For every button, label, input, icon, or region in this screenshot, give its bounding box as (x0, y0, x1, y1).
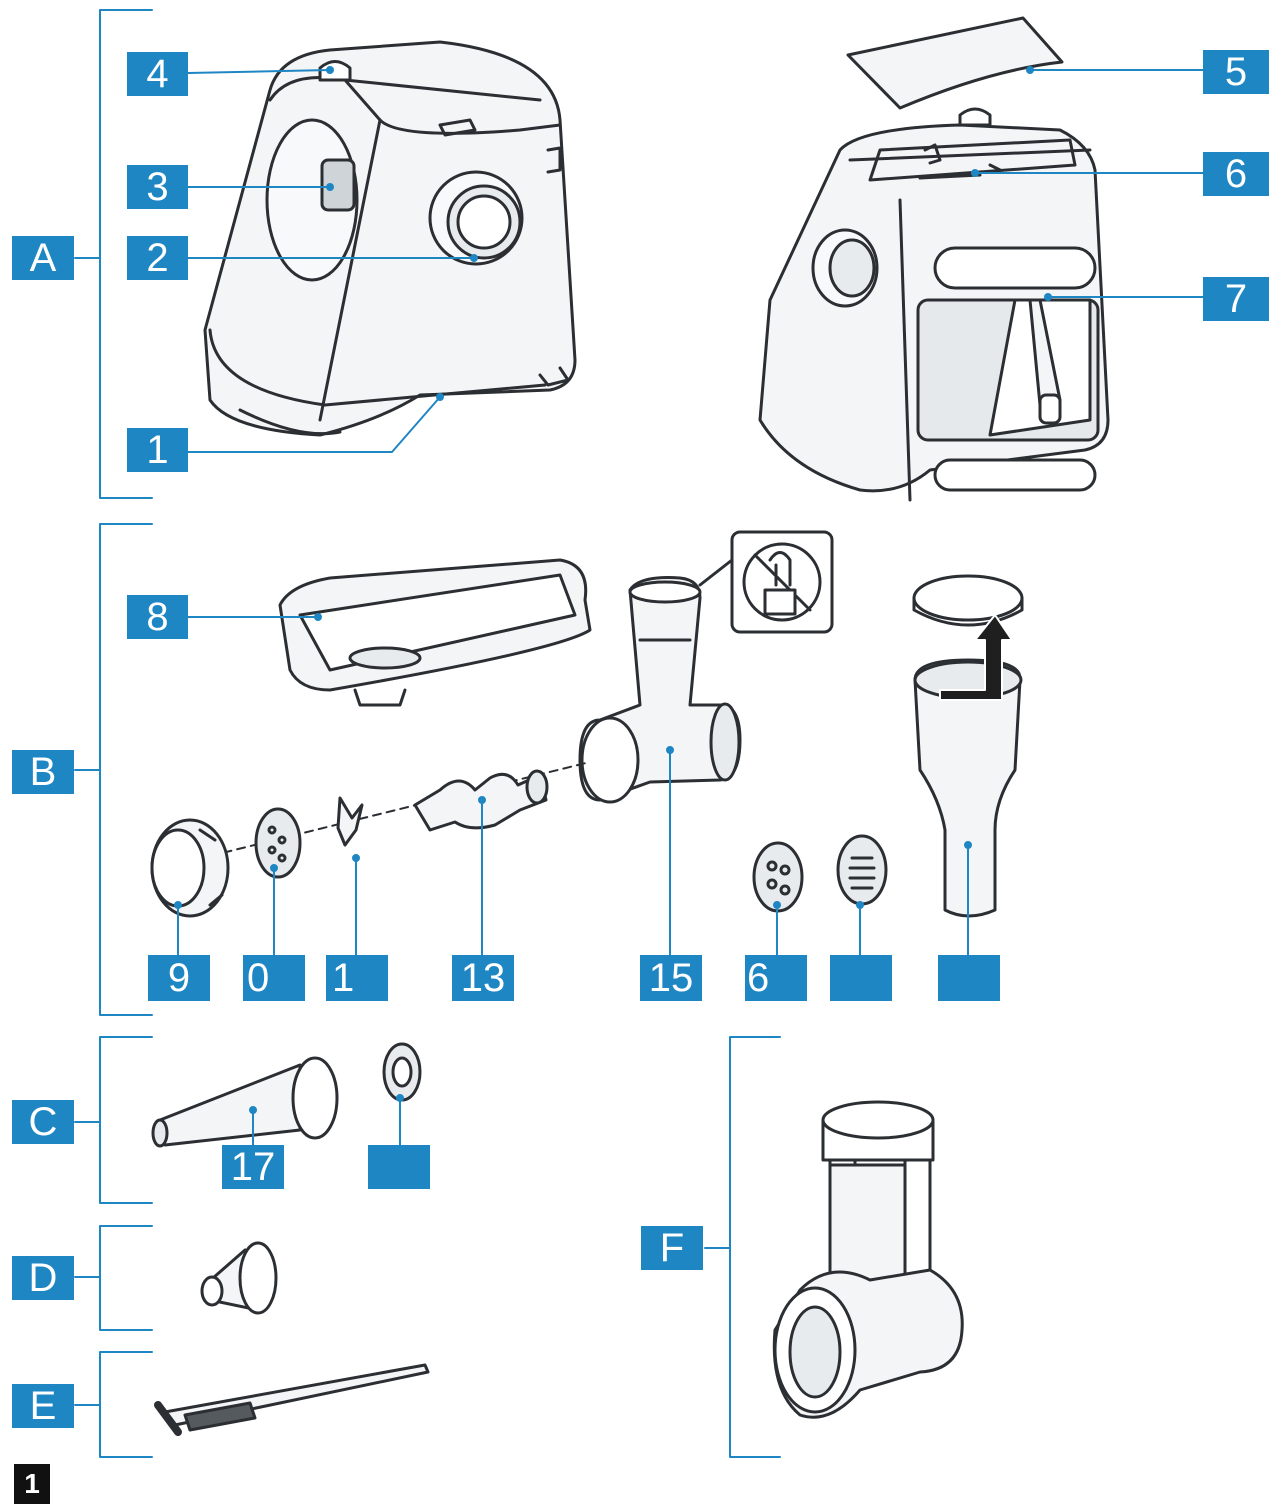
sausage-spacer (382, 1042, 422, 1102)
extra-fine-disc (836, 834, 888, 906)
lift-arrow-icon (939, 614, 1013, 701)
callout-2: 2 (127, 236, 188, 280)
leader-lines (174, 66, 1204, 1146)
section-label-a: A (12, 236, 74, 280)
callout-9: 9 (148, 955, 210, 1001)
section-label-e: E (12, 1384, 74, 1428)
cutting-disc (254, 807, 302, 879)
bracket-d (74, 1225, 153, 1331)
callout-3: 3 (127, 165, 188, 209)
section-label-d: D (12, 1256, 74, 1300)
fine-disc (752, 841, 804, 913)
bracket-a (74, 9, 153, 499)
callout-0: 0 (243, 955, 305, 1001)
callout-1: 1 (127, 428, 188, 472)
callout-7: 7 (1203, 277, 1269, 321)
bracket-e (74, 1351, 153, 1458)
food-tray (278, 558, 592, 707)
cleaning-brush (154, 1363, 430, 1436)
assembly-axis (209, 761, 591, 857)
kebbe-cone (200, 1241, 278, 1315)
callout-blank-3 (368, 1145, 430, 1189)
callout-blank-1 (830, 955, 892, 1001)
section-label-c: C (12, 1100, 74, 1144)
bracket-b (74, 523, 153, 1016)
grinder-head-housing (578, 576, 742, 804)
section-label-b: B (12, 750, 74, 794)
callout-13: 13 (452, 955, 514, 1001)
callout-17: 17 (222, 1145, 284, 1189)
callout-5: 5 (1203, 50, 1269, 94)
shredder-attachment (772, 1100, 964, 1419)
figure-number: 1 (14, 1464, 50, 1504)
callout-8: 8 (127, 595, 188, 639)
callout-6: 6 (1203, 152, 1269, 196)
motor-unit-front (203, 40, 577, 437)
cover-plate (846, 16, 1064, 110)
callout-blank-2 (938, 955, 1000, 1001)
motor-unit-back (758, 107, 1110, 502)
callout-6b: 6 (745, 955, 807, 1001)
callout-11: 1 (326, 955, 388, 1001)
cutting-blade (336, 796, 364, 847)
bracket-f (704, 1036, 781, 1458)
ring-nut (150, 818, 230, 918)
section-label-f: F (641, 1226, 703, 1270)
bracket-c (74, 1036, 153, 1204)
no-hand-in-tube-icon (698, 530, 834, 634)
callout-4: 4 (127, 52, 188, 96)
sausage-nozzle (151, 1056, 339, 1148)
callout-15: 15 (640, 955, 702, 1001)
